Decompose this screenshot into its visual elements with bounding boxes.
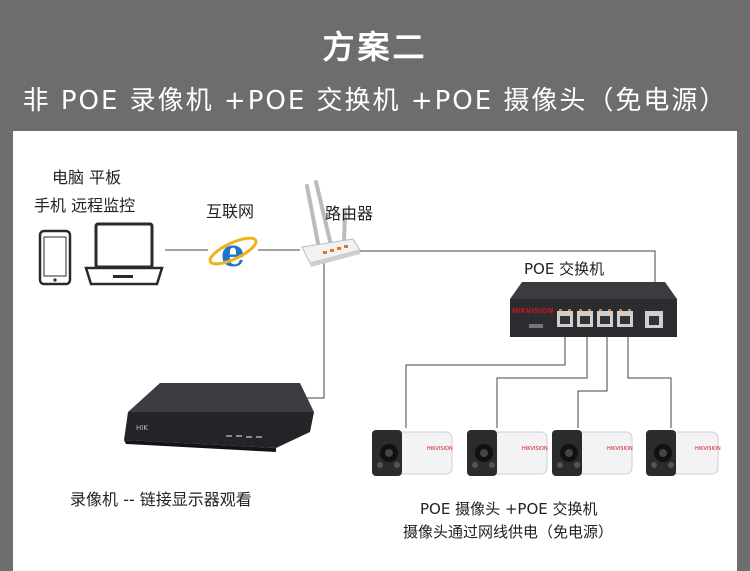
camera-2-icon: HIKVISION xyxy=(467,430,548,476)
camera-4-icon: HIKVISION xyxy=(646,430,721,476)
label-devices-line2: 手机 远程监控 xyxy=(34,196,136,215)
router-icon xyxy=(301,180,361,267)
label-internet: 互联网 xyxy=(206,202,255,221)
label-cameras-line2: 摄像头通过网线供电（免电源） xyxy=(403,523,614,541)
label-devices-line1: 电脑 平板 xyxy=(52,168,122,187)
link-switch-camera2 xyxy=(496,332,588,428)
camera-brand-logo: HIKVISION xyxy=(522,446,548,452)
laptop-icon xyxy=(84,222,164,286)
camera-brand-logo: HIKVISION xyxy=(427,446,453,452)
header-banner: 方案二 非 POE 录像机 +POE 交换机 +POE 摄像头（免电源） xyxy=(0,0,750,131)
switch-brand-logo: HIKVISION xyxy=(512,307,554,315)
link-router-nvr xyxy=(300,262,325,399)
svg-text:e: e xyxy=(221,230,245,275)
phone-icon xyxy=(38,229,72,286)
camera-brand-logo: HIKVISION xyxy=(695,446,721,452)
page-title: 方案二 xyxy=(322,28,428,66)
link-switch-camera1 xyxy=(405,332,566,428)
poe-switch-icon: HIKVISION xyxy=(510,282,677,337)
diagram-panel xyxy=(13,131,737,571)
link-switch-camera4 xyxy=(627,332,672,428)
link-switch-camera3 xyxy=(577,332,608,428)
label-cameras-line1: POE 摄像头 +POE 交换机 xyxy=(420,500,598,518)
label-router: 路由器 xyxy=(325,204,374,223)
camera-3-icon: HIKVISION xyxy=(552,430,633,476)
page-subtitle: 非 POE 录像机 +POE 交换机 +POE 摄像头（免电源） xyxy=(22,86,728,116)
label-nvr: 录像机 -- 链接显示器观看 xyxy=(70,490,252,509)
label-poe-switch: POE 交换机 xyxy=(524,260,605,278)
camera-brand-logo: HIKVISION xyxy=(607,446,633,452)
internet-icon: e xyxy=(208,230,258,275)
camera-1-icon: HIKVISION xyxy=(372,430,453,476)
nvr-icon: HIK xyxy=(124,383,314,452)
nvr-brand-logo: HIK xyxy=(136,424,148,432)
